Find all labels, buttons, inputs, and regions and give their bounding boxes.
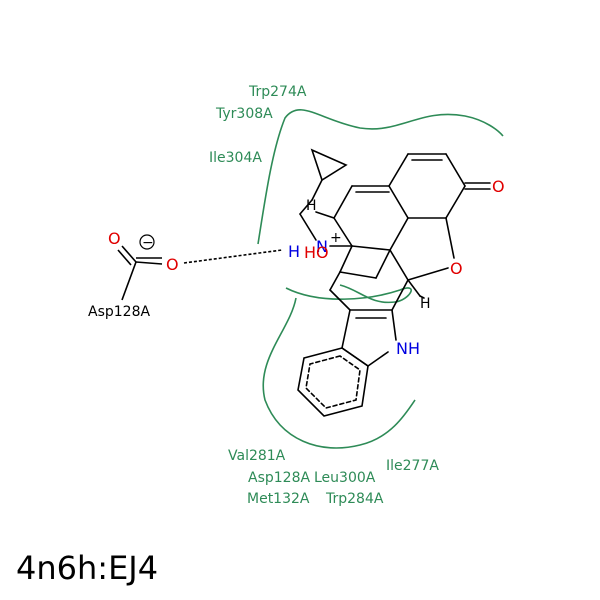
bond — [339, 245, 353, 273]
bond — [367, 351, 389, 367]
bond — [333, 185, 353, 219]
bond — [391, 279, 409, 311]
ammonium-nitrogen-label: N — [316, 237, 328, 256]
ligand-bonds — [297, 148, 491, 417]
bond — [391, 309, 397, 341]
cyclopropyl-ring — [310, 148, 348, 182]
bond — [419, 295, 425, 299]
furan-oxygen-label: O — [450, 259, 463, 278]
bond — [445, 185, 466, 219]
bond — [388, 185, 409, 219]
bond — [121, 261, 137, 301]
bond — [341, 309, 351, 349]
stereo-hydrogen-top: H — [306, 198, 317, 214]
residue-trp274-label: Trp274A — [248, 84, 307, 100]
bond — [339, 271, 377, 279]
stereo-hydrogen-bottom: H — [420, 296, 431, 312]
ammonium-charge-label: + — [330, 230, 342, 246]
bond — [407, 267, 449, 281]
residue-val281-label: Val281A — [228, 448, 286, 464]
asp128-sidechain — [117, 245, 283, 301]
residue-tyr308-label: Tyr308A — [215, 106, 273, 122]
bottom-pocket-arc — [262, 297, 416, 449]
ammonium-hydrogen-label: H — [288, 242, 300, 261]
bond — [407, 279, 421, 297]
residue-trp284-label: Trp284A — [325, 491, 384, 507]
carboxylate-charge-circle — [139, 234, 155, 250]
residue-ile277-label: Ile277A — [386, 458, 439, 474]
indole-nh-label: NH — [396, 339, 420, 358]
hbond-dashed — [183, 249, 283, 264]
contact-arcs — [257, 109, 504, 449]
hydroxyl-label: HO — [304, 243, 329, 262]
residue-ile304-label: Ile304A — [209, 150, 262, 166]
residue-leu300-label: Leu300A — [314, 470, 376, 486]
residue-labels: Trp274A Tyr308A Ile304A Val281A Asp128A … — [88, 84, 439, 507]
carboxylate-oxygen-double-label: O — [108, 229, 121, 248]
bond — [375, 249, 391, 279]
bond — [135, 261, 163, 265]
bond — [388, 153, 409, 187]
bond — [329, 271, 341, 291]
residue-asp128-contact-label: Asp128A — [248, 470, 310, 486]
bond — [389, 249, 409, 281]
bond — [445, 153, 466, 187]
residue-asp128-sidechain-label: Asp128A — [88, 304, 150, 320]
bond — [117, 249, 132, 266]
bond — [299, 213, 317, 241]
atom-labels: O O O O − H N + HO NH H H — [108, 177, 505, 358]
residue-met132-label: Met132A — [247, 491, 310, 507]
benzene-ring — [297, 347, 369, 417]
benzene-ring-inner — [305, 355, 361, 409]
bond — [389, 217, 409, 251]
bond — [351, 245, 391, 251]
bond — [445, 217, 455, 259]
bond — [333, 217, 353, 247]
bond — [315, 211, 335, 219]
ketone-oxygen-label: O — [492, 177, 505, 196]
bond — [329, 289, 351, 311]
bond — [121, 245, 137, 263]
carboxylate-oxygen-single-label: O — [166, 255, 179, 274]
carboxylate-charge-sign: − — [142, 235, 154, 251]
bond — [299, 199, 313, 215]
upper-pocket-arc — [257, 109, 504, 245]
lower-pocket-arc — [285, 284, 412, 304]
bond — [311, 179, 323, 201]
structure-caption: 4n6h:EJ4 — [16, 549, 159, 587]
